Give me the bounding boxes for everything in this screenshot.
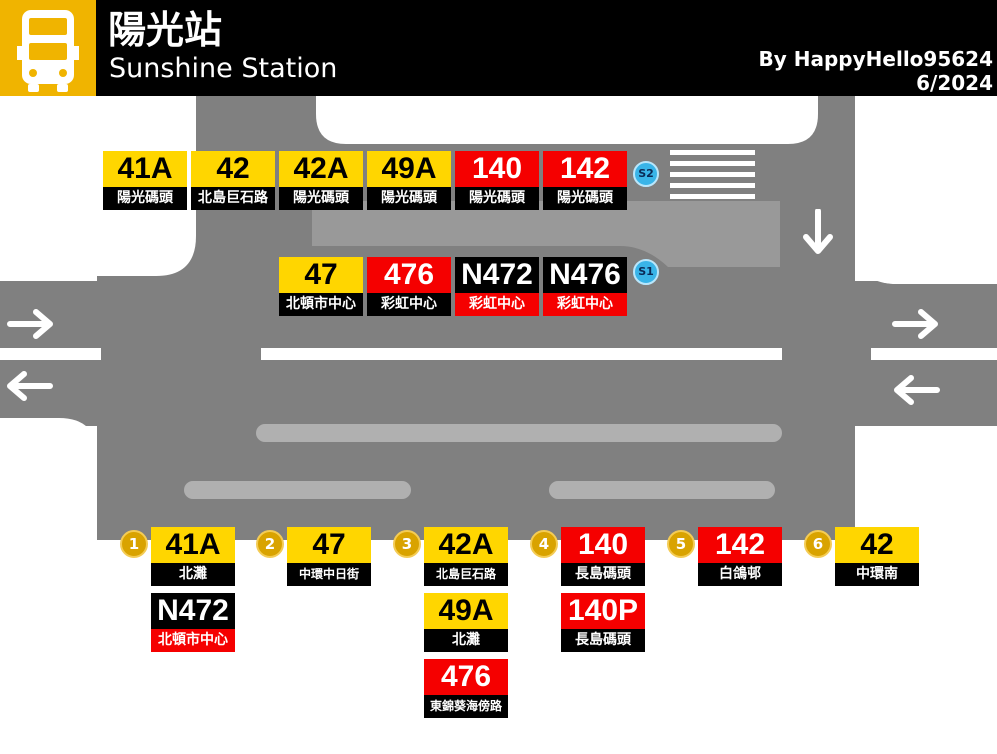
route-tag[interactable]: 41A 北灘 [151, 527, 235, 586]
route-destination: 中環中日街 [287, 563, 371, 586]
route-number: 49A [367, 151, 451, 187]
route-number: N476 [543, 257, 627, 293]
route-tag[interactable]: 42A 北島巨石路 [424, 527, 508, 586]
route-number: 47 [287, 527, 371, 563]
route-tag[interactable]: N472 彩虹中心 [455, 257, 539, 316]
route-tag[interactable]: 49A 北灘 [424, 593, 508, 652]
platform-badge-s2: S2 [633, 161, 659, 187]
route-destination: 北灘 [151, 563, 235, 586]
route-tag[interactable]: 41A 陽光碼頭 [103, 151, 187, 210]
route-tag[interactable]: N472 北頓市中心 [151, 593, 235, 652]
route-number: 41A [151, 527, 235, 563]
route-number: N472 [455, 257, 539, 293]
author-credit: By HappyHello95624 [758, 47, 993, 71]
route-tag[interactable]: 47 北頓市中心 [279, 257, 363, 316]
route-destination: 長島碼頭 [561, 563, 645, 586]
header-bar [0, 0, 997, 96]
arrow-right-icon [7, 309, 53, 339]
route-number: 42 [191, 151, 275, 187]
route-tag[interactable]: N476 彩虹中心 [543, 257, 627, 316]
route-number: 476 [424, 659, 508, 695]
station-title-chinese: 陽光站 [108, 8, 223, 52]
route-number: 41A [103, 151, 187, 187]
stop-number-6: 6 [804, 530, 832, 558]
route-tag[interactable]: 142 白鴿邨 [698, 527, 782, 586]
route-number: N472 [151, 593, 235, 629]
route-destination: 彩虹中心 [543, 293, 627, 316]
route-number: 42 [835, 527, 919, 563]
route-number: 140 [561, 527, 645, 563]
route-number: 49A [424, 593, 508, 629]
route-destination: 長島碼頭 [561, 629, 645, 652]
route-number: 476 [367, 257, 451, 293]
route-tag[interactable]: 49A 陽光碼頭 [367, 151, 451, 210]
route-number: 42A [424, 527, 508, 563]
station-map: 41A 陽光碼頭 42 北島巨石路 42A 陽光碼頭 49A 陽光碼頭 140 … [0, 96, 997, 750]
route-number: 47 [279, 257, 363, 293]
route-destination: 北島巨石路 [424, 563, 508, 586]
route-tag[interactable]: 142 陽光碼頭 [543, 151, 627, 210]
route-tag[interactable]: 140P 長島碼頭 [561, 593, 645, 652]
map-date: 6/2024 [916, 71, 993, 95]
route-destination: 北灘 [424, 629, 508, 652]
route-destination: 中環南 [835, 563, 919, 586]
route-number: 42A [279, 151, 363, 187]
route-tag[interactable]: 42A 陽光碼頭 [279, 151, 363, 210]
stop-number-2: 2 [256, 530, 284, 558]
arrow-left-icon [7, 371, 53, 401]
route-destination: 北頓市中心 [279, 293, 363, 316]
route-destination: 北頓市中心 [151, 629, 235, 652]
route-destination: 陽光碼頭 [367, 187, 451, 210]
route-tag[interactable]: 476 東錦葵海傍路 [424, 659, 508, 718]
route-tag[interactable]: 42 中環南 [835, 527, 919, 586]
route-destination: 北島巨石路 [191, 187, 275, 210]
route-number: 140 [455, 151, 539, 187]
route-destination: 東錦葵海傍路 [424, 695, 508, 718]
double-decker-bus-icon [0, 0, 96, 96]
road-layout [0, 96, 997, 540]
route-destination: 陽光碼頭 [279, 187, 363, 210]
route-number: 142 [698, 527, 782, 563]
route-tag[interactable]: 140 陽光碼頭 [455, 151, 539, 210]
stop-number-3: 3 [393, 530, 421, 558]
arrow-down-icon [803, 209, 833, 254]
route-destination: 彩虹中心 [455, 293, 539, 316]
arrow-left-icon [894, 375, 940, 405]
route-destination: 彩虹中心 [367, 293, 451, 316]
route-destination: 白鴿邨 [698, 563, 782, 586]
stop-number-5: 5 [667, 530, 695, 558]
route-destination: 陽光碼頭 [103, 187, 187, 210]
route-tag[interactable]: 476 彩虹中心 [367, 257, 451, 316]
arrow-right-icon [892, 309, 938, 339]
route-tag[interactable]: 140 長島碼頭 [561, 527, 645, 586]
route-destination: 陽光碼頭 [455, 187, 539, 210]
route-tag[interactable]: 42 北島巨石路 [191, 151, 275, 210]
route-number: 140P [561, 593, 645, 629]
route-number: 142 [543, 151, 627, 187]
station-title-english: Sunshine Station [109, 53, 338, 84]
route-destination: 陽光碼頭 [543, 187, 627, 210]
platform-badge-s1: S1 [633, 259, 659, 285]
stop-number-1: 1 [120, 530, 148, 558]
stop-number-4: 4 [530, 530, 558, 558]
route-tag[interactable]: 47 中環中日街 [287, 527, 371, 586]
